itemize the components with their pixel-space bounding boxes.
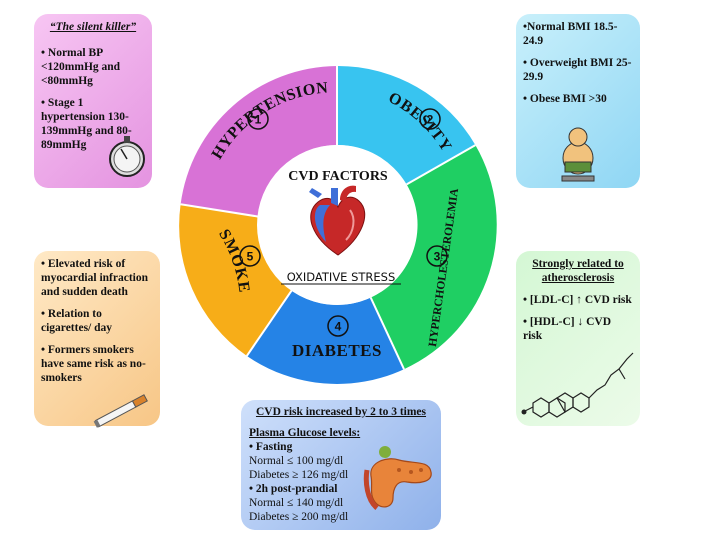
fasting-diabetes: Diabetes ≥ 126 mg/dl: [249, 469, 349, 481]
smoke-item: • Elevated risk of myocardial infraction…: [41, 258, 148, 298]
badge-3: 3: [426, 245, 448, 267]
hypertension-info-box: “The silent killer” • Normal BP <120mmHg…: [34, 14, 152, 188]
obesity-item: •Normal BMI 18.5-24.9: [523, 21, 618, 47]
heart-icon: [309, 185, 366, 256]
segment-smoke: [179, 204, 292, 356]
badge-1: 1: [247, 108, 269, 130]
badge-2: 2: [419, 108, 441, 130]
fasting-label: • Fasting: [249, 441, 293, 453]
blood-pressure-gauge-icon: [109, 136, 145, 177]
center-caption: OXIDATIVE STRESS: [287, 270, 396, 284]
badge-4: 4: [327, 315, 349, 337]
pancreas-icon: [363, 446, 432, 510]
hypertension-item: • Normal BP <120mmHg and <80mmHg: [41, 47, 121, 87]
svg-text:5: 5: [247, 250, 254, 264]
label-diabetes: DIABETES: [292, 341, 382, 360]
obesity-info-box: •Normal BMI 18.5-24.9 • Overweight BMI 2…: [516, 14, 640, 188]
segment-hypertension: [180, 66, 337, 217]
cholesterol-molecule-icon: [521, 352, 634, 418]
svg-text:1: 1: [255, 113, 262, 127]
segment-hypercholesterolemia: [370, 145, 497, 370]
badge-5: 5: [239, 245, 261, 267]
segment-obesity: [337, 65, 476, 185]
diabetes-heading: CVD risk increased by 2 to 3 times: [255, 406, 427, 418]
smoke-info-box: • Elevated risk of myocardial infraction…: [34, 251, 160, 428]
svg-text:4: 4: [335, 320, 342, 334]
fasting-normal: Normal ≤ 100 mg/dl: [249, 455, 344, 467]
postprandial-normal: Normal ≤ 140 mg/dl: [249, 497, 344, 509]
svg-text:3: 3: [434, 250, 441, 264]
cholesterol-item: • [HDL-C] ↓ CVD risk: [523, 316, 612, 342]
cigarette-icon: [93, 394, 148, 428]
smoke-item: • Relation to cigarettes/ day: [41, 308, 113, 334]
postprandial-diabetes: Diabetes ≥ 200 mg/dl: [249, 511, 349, 523]
postprandial-label: • 2h post-prandial: [249, 483, 338, 495]
hypertension-heading: “The silent killer”: [49, 21, 137, 33]
hypertension-item: • Stage 1 hypertension 130-139mmHg and 8…: [41, 97, 132, 151]
diabetes-info-box: CVD risk increased by 2 to 3 times Plasm…: [241, 400, 441, 530]
cholesterol-item: • [LDL-C] ↑ CVD risk: [523, 294, 632, 306]
overweight-person-icon: [561, 127, 595, 182]
svg-text:2: 2: [427, 113, 434, 127]
center-title: CVD FACTORS: [288, 169, 388, 184]
obesity-item: • Overweight BMI 25-29.9: [523, 57, 632, 83]
obesity-item: • Obese BMI >30: [523, 93, 607, 105]
cholesterol-heading: Strongly related to atherosclerosis: [532, 258, 624, 284]
cholesterol-info-box: Strongly related to atherosclerosis • [L…: [516, 251, 640, 426]
diabetes-subheading: Plasma Glucose levels:: [249, 427, 361, 439]
segment-diabetes: [246, 290, 404, 384]
smoke-item: • Formers smokers have same risk as no-s…: [41, 344, 146, 384]
